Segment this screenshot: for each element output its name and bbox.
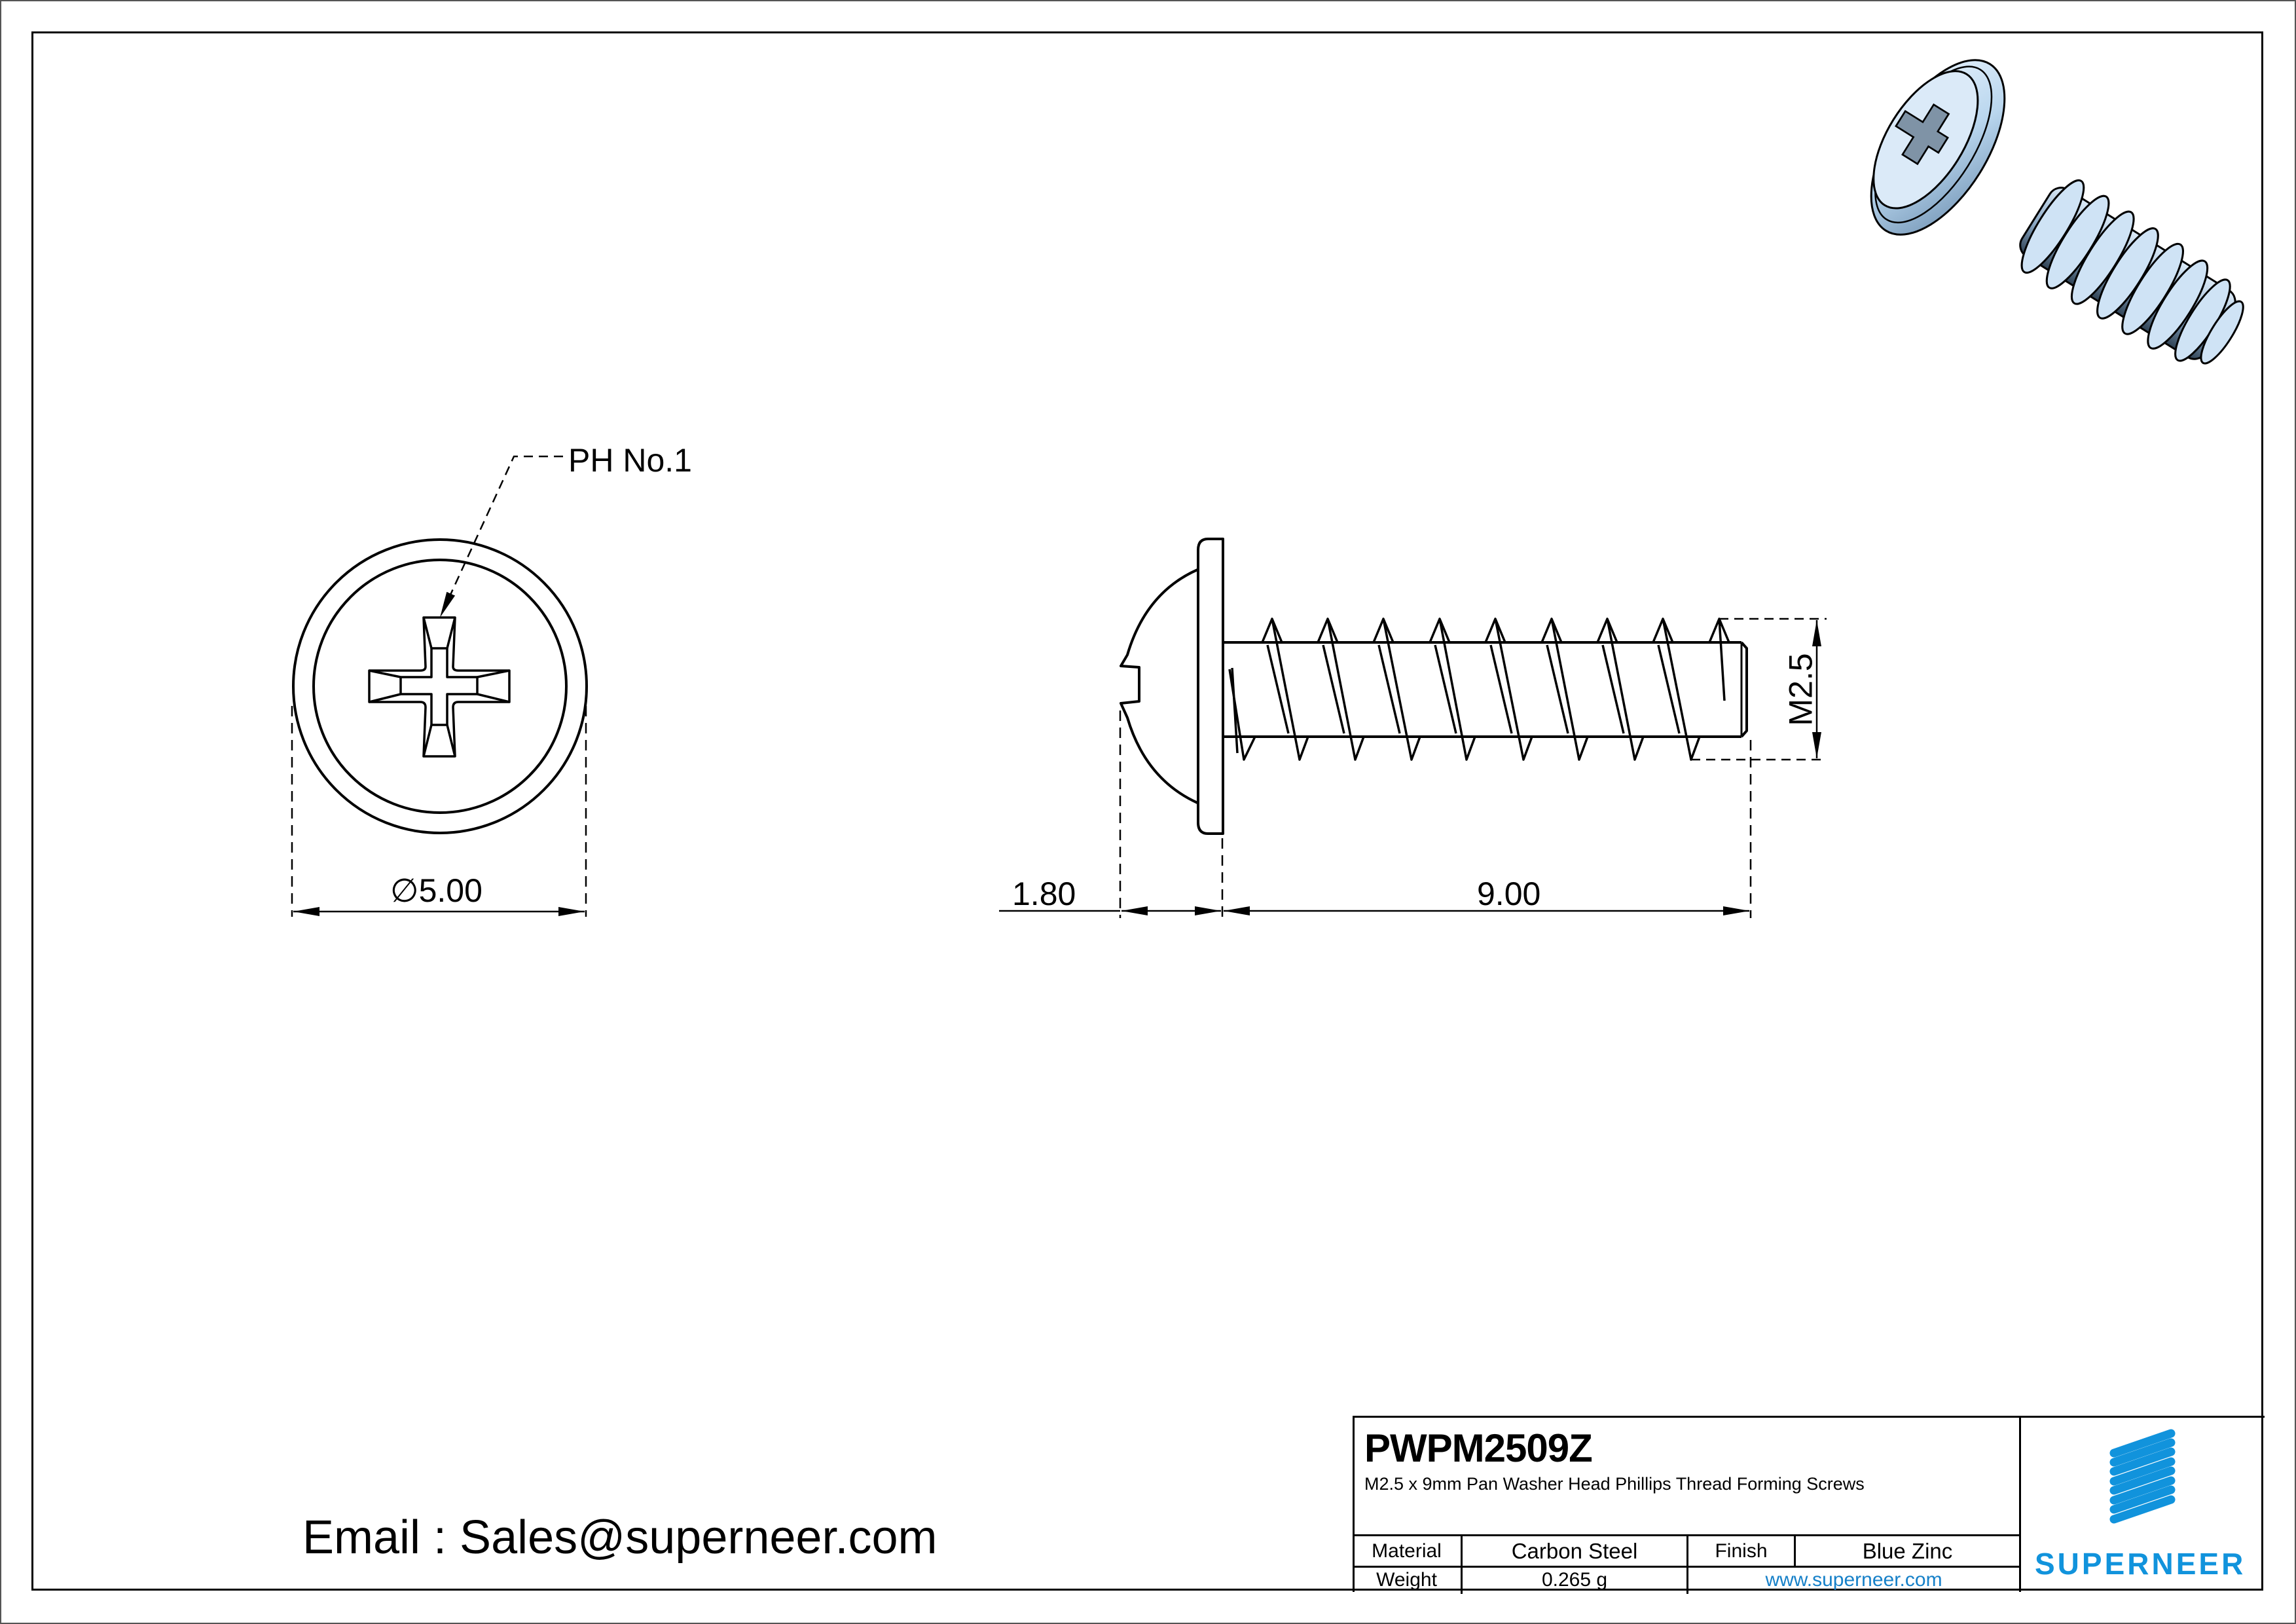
- material-finish-row: Material Carbon Steel Finish Blue Zinc: [1353, 1534, 2019, 1568]
- washer-flange: [1197, 538, 1224, 835]
- title-block: [1353, 1416, 2265, 1592]
- weight-row: Weight 0.265 g www.superneer.com: [1353, 1566, 2019, 1594]
- logo-box: [2019, 1416, 2265, 1592]
- finish-value: Blue Zinc: [1862, 1538, 1953, 1563]
- diameter-symbol-icon: ∅: [390, 872, 419, 909]
- thread-size-label: M2.5: [1782, 653, 1819, 726]
- finish-label: Finish: [1715, 1540, 1768, 1562]
- weight-value: 0.265 g: [1541, 1568, 1608, 1591]
- diameter-value: 5.00: [418, 872, 483, 909]
- length-label: 9.00: [1477, 876, 1541, 912]
- drive-leader-line: [439, 455, 563, 618]
- diameter-dimension-label: ∅5.00: [390, 874, 483, 907]
- website-link[interactable]: www.superneer.com: [1765, 1568, 1942, 1591]
- contact-email: Email : Sales@superneer.com: [302, 1511, 938, 1564]
- head-inner-circle: [312, 559, 568, 814]
- material-label: Material: [1372, 1540, 1442, 1562]
- phillips-recess-icon: [368, 616, 511, 758]
- head-top-view: [291, 455, 588, 917]
- screw-side-view: [999, 538, 1827, 918]
- thread-profile: [1228, 618, 1730, 761]
- brand-logo-text: SUPERNEER: [2035, 1547, 2246, 1581]
- diagonal-stripes-logo-icon: [2109, 1429, 2176, 1524]
- part-number: PWPM2509Z: [1364, 1426, 1593, 1470]
- washer-outer-circle: [292, 538, 588, 834]
- screw-3d-render: [1870, 59, 2244, 365]
- drive-type-callout: PH No.1: [568, 442, 692, 479]
- weight-label: Weight: [1376, 1568, 1437, 1591]
- part-description: M2.5 x 9mm Pan Washer Head Phillips Thre…: [1364, 1474, 1865, 1494]
- pan-head-dome: [1120, 568, 1198, 804]
- material-value: Carbon Steel: [1511, 1538, 1638, 1563]
- head-height-label: 1.80: [1012, 876, 1076, 912]
- sheet-inner-border: [31, 31, 2263, 1591]
